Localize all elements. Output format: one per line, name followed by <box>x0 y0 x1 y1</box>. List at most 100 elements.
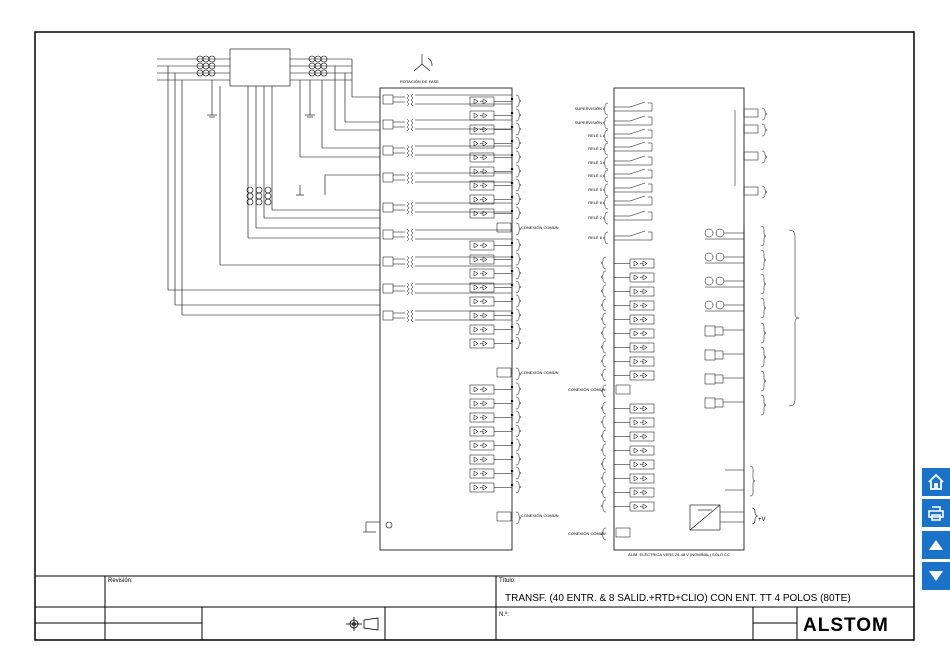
page-down-button[interactable] <box>922 562 950 590</box>
print-button[interactable] <box>922 499 950 527</box>
opto-input <box>600 415 655 429</box>
opto-input <box>469 396 522 410</box>
home-button[interactable] <box>922 468 950 496</box>
number-label: N.º: <box>499 611 509 618</box>
power-symbol: +V <box>758 517 766 523</box>
opto-input <box>469 150 522 164</box>
opto-input <box>600 368 655 382</box>
relay-label: SUPERVISIÓN <box>575 120 602 125</box>
opto-input <box>469 382 522 396</box>
opto-input <box>600 354 655 368</box>
opto-input <box>469 238 522 252</box>
ct-coils-right <box>308 55 328 77</box>
analog-input <box>382 144 512 158</box>
opto-input <box>600 256 655 270</box>
common-connection-label-3: CONEXIÓN COMÚN <box>521 513 559 518</box>
common-connection-label-5: CONEXIÓN COMÚN <box>568 531 606 536</box>
title-block <box>35 575 914 640</box>
opto-input <box>600 312 655 326</box>
analog-input <box>382 309 512 323</box>
clio-output <box>704 370 767 392</box>
sheet-border <box>34 31 915 641</box>
drawing-title: TRANSF. (40 ENTR. & 8 SALID.+RTD+CLIO) C… <box>505 593 851 604</box>
relay-output <box>602 195 653 210</box>
opto-input <box>469 466 522 480</box>
clio-output <box>704 346 767 368</box>
relay-label: RELÉ 5 <box>588 187 603 192</box>
common-connection-label-1: CONEXIÓN COMÚN <box>521 225 559 230</box>
opto-input <box>600 499 655 513</box>
opto-input <box>469 192 522 206</box>
relay-output <box>602 128 653 143</box>
clio-output <box>704 322 767 344</box>
analog-input <box>382 171 512 185</box>
opto-input <box>600 340 655 354</box>
analog-input <box>382 282 512 296</box>
analog-input <box>382 228 512 242</box>
opto-input <box>469 164 522 178</box>
power-supply-label: ALIM. ELÉCTRICA VERS 24-48 V (NOMINAL) S… <box>628 552 730 557</box>
analog-input <box>382 201 512 215</box>
opto-input <box>600 298 655 312</box>
relay-label: RELÉ 1 <box>588 133 603 138</box>
opto-input <box>469 480 522 494</box>
analog-input <box>382 93 512 107</box>
relay-label: RELÉ 7 <box>588 215 603 220</box>
phase-rotation-symbol <box>413 54 433 72</box>
opto-input <box>469 206 522 220</box>
relay-output <box>602 168 653 183</box>
page-up-button[interactable] <box>922 531 950 559</box>
rtd-clio-column <box>704 225 800 497</box>
revision-label: Revisión: <box>108 578 133 584</box>
opto-inputs-column-2 <box>600 256 655 541</box>
relay-output <box>602 101 653 116</box>
relay-label: RELÉ 4 <box>588 173 603 178</box>
opto-input <box>469 122 522 136</box>
opto-input <box>469 178 522 192</box>
relay-outputs <box>602 101 768 245</box>
analog-input <box>382 255 512 269</box>
home-icon <box>928 473 944 490</box>
opto-input <box>469 136 522 150</box>
output-terminal <box>743 150 768 164</box>
common-terminal <box>496 222 522 236</box>
relay-box-io <box>613 87 745 551</box>
opto-inputs-column <box>469 94 522 525</box>
opto-input <box>469 294 522 308</box>
opto-input <box>600 471 655 485</box>
relay-output <box>602 182 653 197</box>
output-terminal <box>743 123 768 137</box>
opto-input <box>469 410 522 424</box>
opto-input <box>600 485 655 499</box>
arrow-down-icon <box>929 571 943 581</box>
opto-input <box>469 438 522 452</box>
projection-symbol-icon <box>346 617 379 631</box>
relay-label: RELÉ 6 <box>588 200 603 205</box>
opto-input <box>469 452 522 466</box>
common-terminal <box>600 527 631 541</box>
opto-input <box>469 252 522 266</box>
relay-label: SUPERVISIÓN <box>575 106 602 111</box>
analog-input <box>382 118 512 132</box>
common-terminal <box>600 384 631 398</box>
opto-input <box>469 424 522 438</box>
relay-output <box>602 155 653 170</box>
opto-input <box>600 284 655 298</box>
common-connection-label-2: CONEXIÓN COMÚN <box>521 370 559 375</box>
opto-input <box>469 322 522 336</box>
opto-input <box>469 336 522 350</box>
opto-input <box>600 270 655 284</box>
phase-rotation-label: ROTACIÓN DE FASE <box>400 79 439 84</box>
relay-output <box>602 210 653 225</box>
opto-input <box>469 108 522 122</box>
relay-output <box>602 115 653 130</box>
clio-output <box>704 394 767 416</box>
opto-input <box>600 429 655 443</box>
relay-box-main <box>379 87 513 551</box>
title-label: Título: <box>499 578 516 584</box>
opto-input <box>600 457 655 471</box>
alstom-logo: ALSTOM <box>803 615 889 636</box>
common-terminal <box>496 367 522 381</box>
